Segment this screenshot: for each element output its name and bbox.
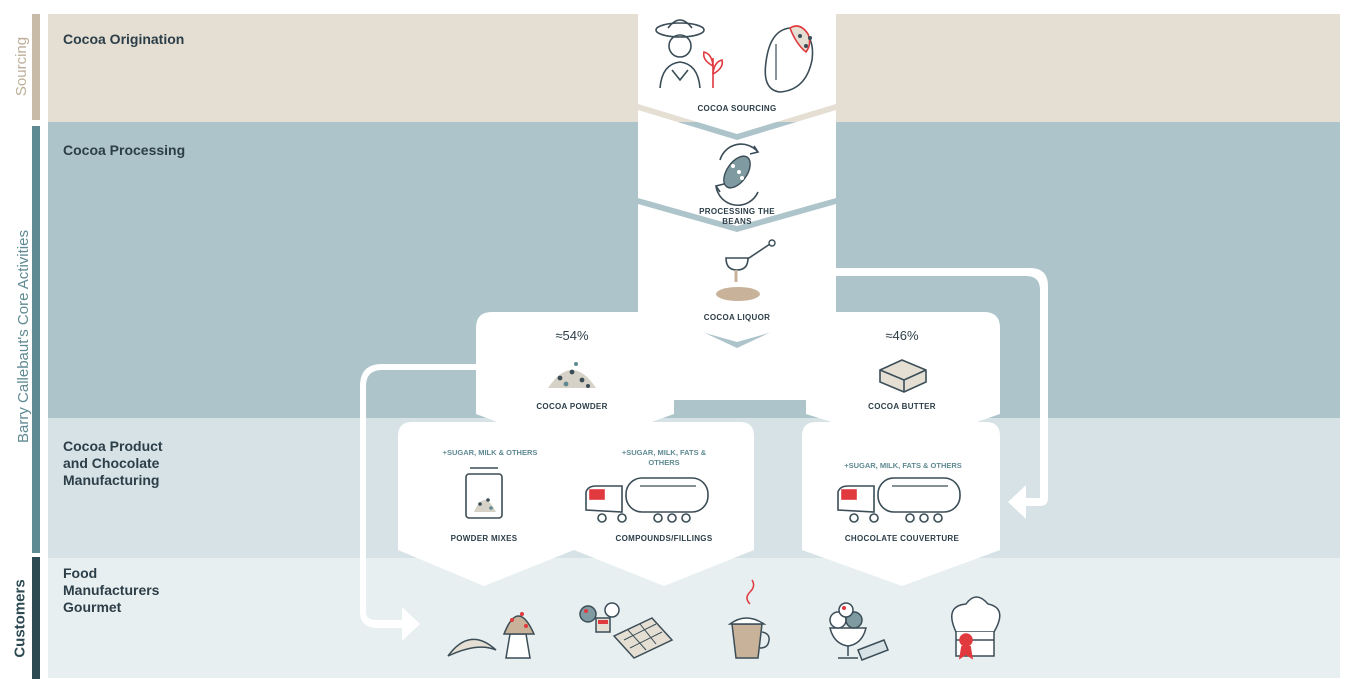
croissant-muffin-icon [447,612,536,659]
plant-icon [702,51,724,88]
additions-compounds: +SUGAR, MILK, FATS & OTHERS [621,448,707,467]
step-label-powder: COCOA POWDER [536,402,608,411]
row-label-customers: Food Manufacturers Gourmet [63,565,160,615]
powder-box [476,312,737,450]
additions-powder-mixes: +SUGAR, MILK & OTHERS [442,448,538,457]
liquor-spoon-icon [716,239,776,301]
hot-drink-icon [727,579,770,659]
butter-block-icon [879,359,927,393]
couverture-box [802,422,1000,586]
compounds-truck-icon [585,477,709,523]
chocolates-icon [579,602,674,659]
row-label-sourcing: Cocoa Origination [63,31,185,47]
farmer-icon [655,19,705,89]
bean-cycle-icon [714,143,760,206]
powder-pile-icon [548,362,596,388]
row-label-processing: Cocoa Processing [63,142,186,158]
step-label-butter: COCOA BUTTER [868,402,936,411]
ice-cream-icon [829,602,889,661]
powder-percentage: ≈54% [555,328,589,343]
step-label-compounds: COMPOUNDS/FILLINGS [615,534,713,543]
step-label-powder-mixes: POWDER MIXES [450,534,518,543]
sourcing-box [638,14,836,134]
mixes-compounds-box [398,422,754,586]
cocoa-pod-icon [764,25,814,93]
butter-box [737,312,1000,446]
butter-percentage: ≈46% [885,328,919,343]
customers-band [48,558,1340,678]
powder-bag-icon [465,467,503,519]
row-label-manufacturing: Cocoa Product and Chocolate Manufacturin… [63,438,163,488]
additions-couverture: +SUGAR, MILK, FATS & OTHERS [844,461,962,470]
step-label-couverture: CHOCOLATE COUVERTURE [844,534,960,543]
core-activities-bar [32,126,40,553]
customers-bar [32,557,40,679]
couverture-truck-icon [837,477,961,523]
step-label-processing: PROCESSING THE BEANS [699,207,775,226]
step-label-sourcing: COCOA SOURCING [697,104,777,113]
chef-hat-icon [951,596,1001,660]
step-label-liquor: COCOA LIQUOR [703,313,771,322]
sourcing-bar [32,14,40,120]
